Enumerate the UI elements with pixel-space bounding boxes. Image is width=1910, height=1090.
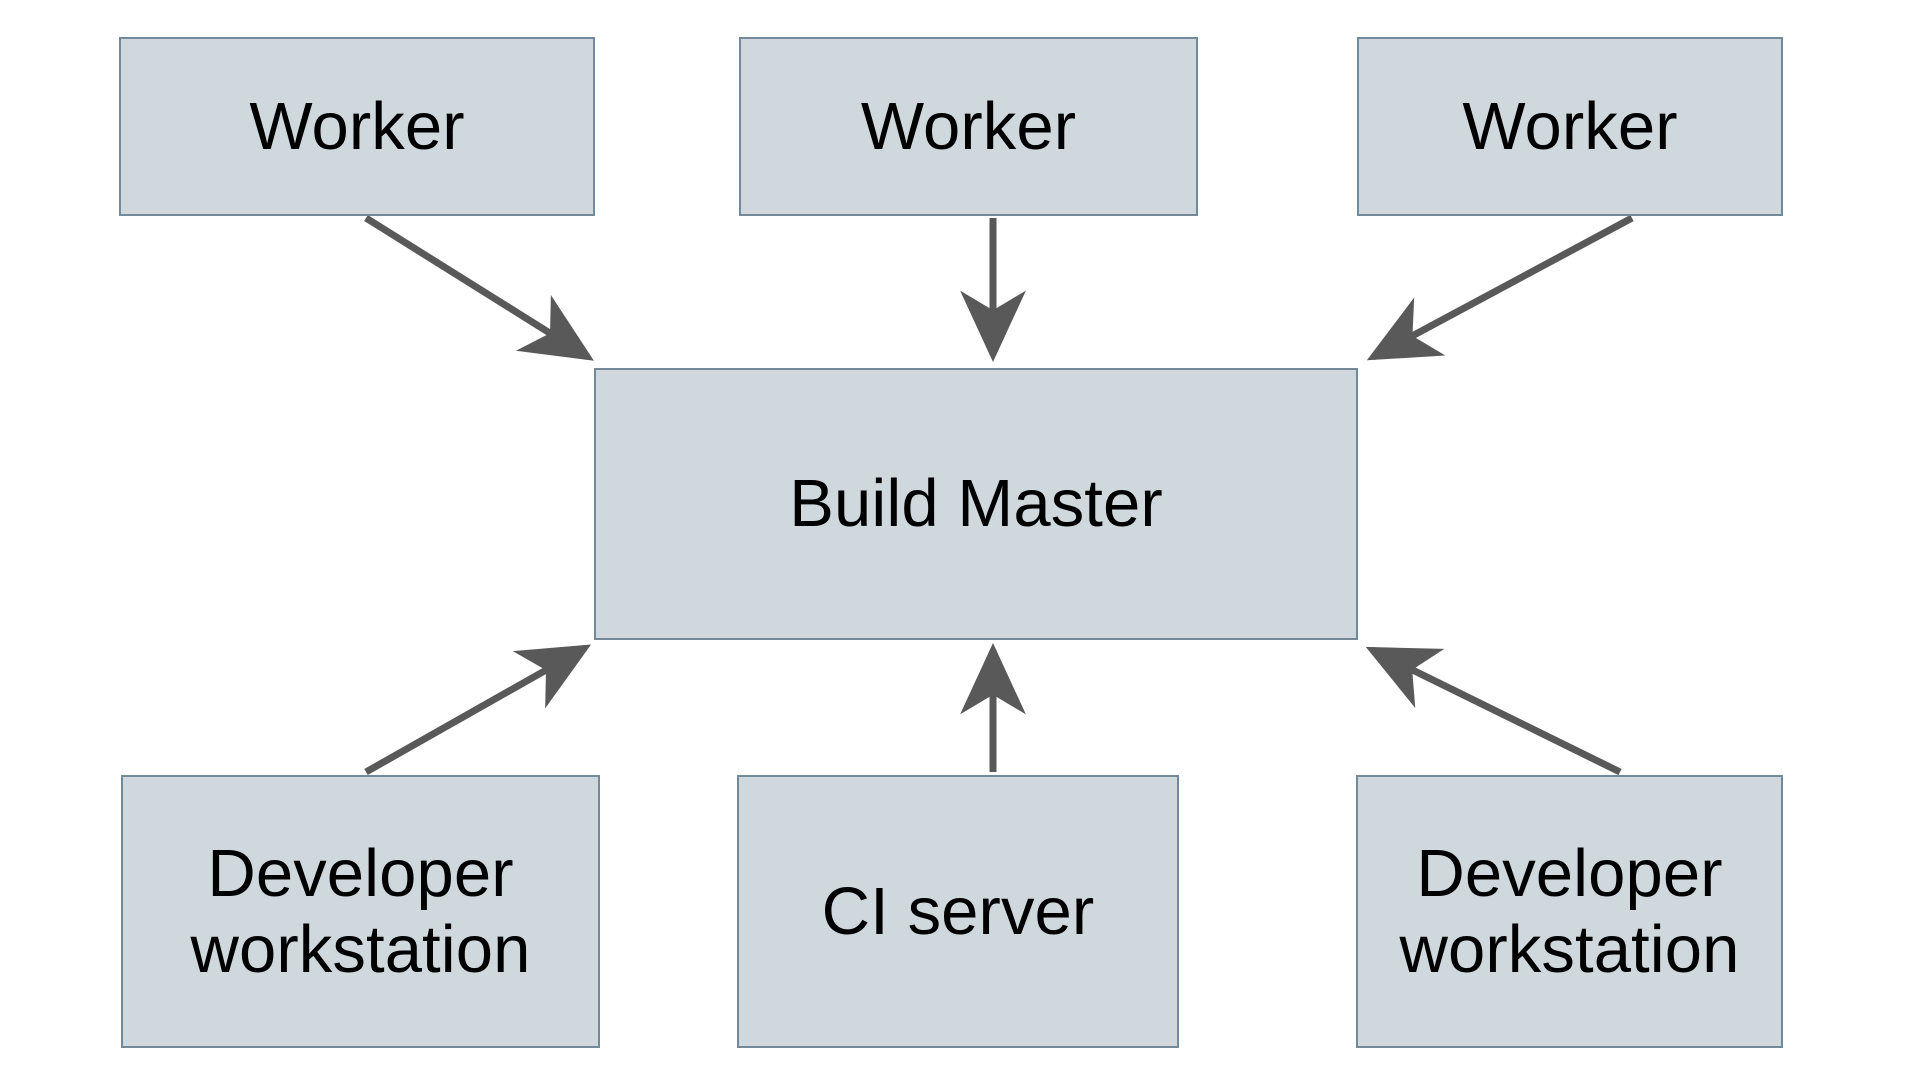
node-developer-workstation-2[interactable]: Developer workstation bbox=[1356, 775, 1783, 1048]
node-worker-1[interactable]: Worker bbox=[119, 37, 595, 216]
node-developer-workstation-2-label: Developer workstation bbox=[1399, 836, 1740, 987]
edge-worker-3-to-master bbox=[1366, 214, 1634, 361]
edge-dev-ws-2-to-master bbox=[1365, 646, 1622, 776]
node-developer-workstation-1[interactable]: Developer workstation bbox=[121, 775, 600, 1048]
node-build-master-label: Build Master bbox=[789, 466, 1163, 542]
node-ci-server[interactable]: CI server bbox=[737, 775, 1179, 1048]
node-worker-3[interactable]: Worker bbox=[1357, 37, 1783, 216]
node-worker-3-label: Worker bbox=[1462, 88, 1678, 164]
node-ci-server-label: CI server bbox=[821, 873, 1095, 949]
node-worker-1-label: Worker bbox=[249, 88, 465, 164]
edge-worker-1-to-master bbox=[364, 215, 594, 361]
node-worker-2-label: Worker bbox=[860, 88, 1077, 164]
edge-dev-ws-1-to-master bbox=[364, 644, 592, 776]
node-worker-2[interactable]: Worker bbox=[739, 37, 1198, 216]
node-developer-workstation-1-label: Developer workstation bbox=[190, 836, 531, 987]
node-build-master[interactable]: Build Master bbox=[594, 368, 1358, 640]
